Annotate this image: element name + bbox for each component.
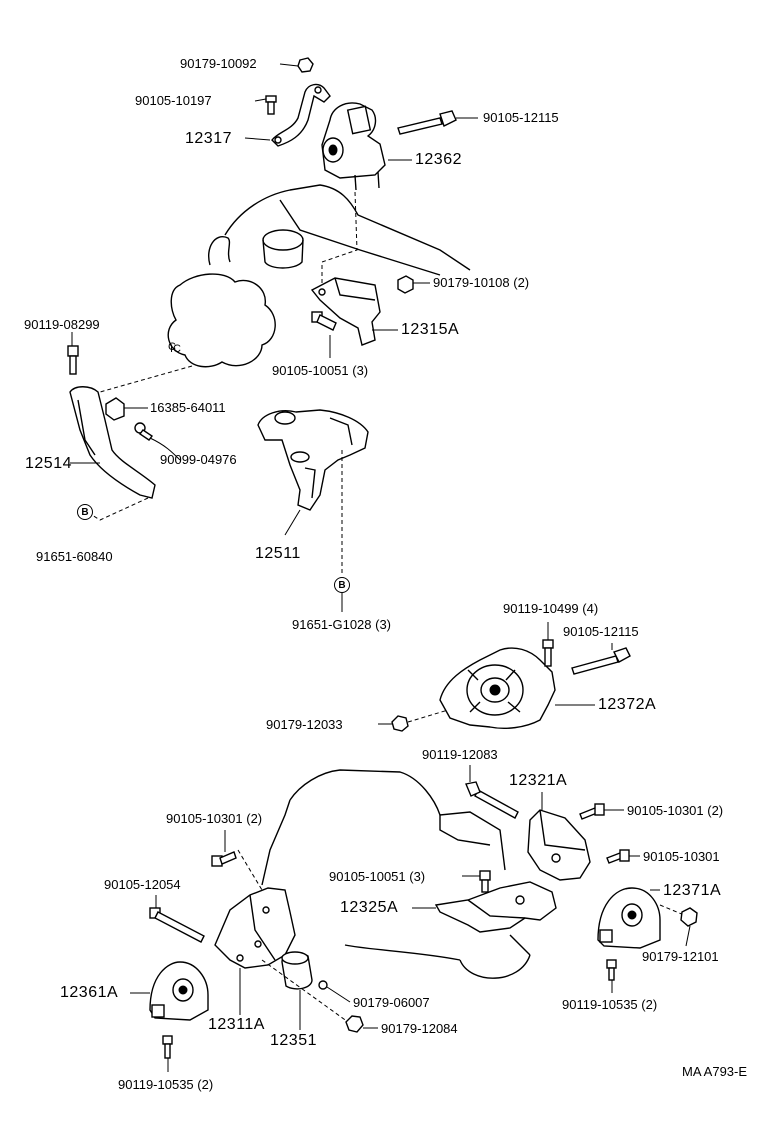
label-12351: 12351: [270, 1032, 317, 1049]
bracket-12514: [69, 386, 156, 499]
label-90105-12115-mid: 90105-12115: [563, 624, 639, 639]
bolt-90105-10301-r: [606, 849, 640, 864]
dashed-line-12311A: [237, 849, 263, 891]
label-90119-10499: 90119-10499 (4): [503, 601, 599, 616]
label-12315A: 12315A: [401, 321, 460, 338]
stud-90119-08299: [67, 332, 79, 375]
label-12321A: 12321A: [509, 772, 568, 789]
dashed-line-12372A: [407, 709, 449, 723]
dashed-line-b1: [91, 497, 149, 521]
screw-90099-04976: [134, 422, 181, 461]
label-90105-12054: 90105-12054: [104, 877, 181, 892]
svg-text:IC: IC: [170, 343, 181, 355]
label-90179-10092: 90179-10092: [180, 56, 257, 71]
label-90105-10301-r2: 90105-10301 (2): [627, 803, 724, 818]
label-16385-64011: 16385-64011: [150, 400, 226, 415]
nut-90179-12084: [345, 1015, 378, 1033]
label-12317: 12317: [185, 130, 232, 147]
label-90179-12084: 90179-12084: [381, 1021, 458, 1036]
label-12325A: 12325A: [340, 899, 399, 916]
bolt-90105-10197: [254, 95, 277, 115]
label-90105-10197: 90105-10197: [135, 93, 212, 108]
bolt-90105-10301-r2: [579, 803, 624, 820]
stud-90119-10535-l: [162, 1035, 173, 1072]
bolt-90105-10051-top: [311, 311, 337, 358]
bracket-12321A: [527, 792, 591, 881]
label-90119-08299: 90119-08299: [24, 317, 100, 332]
nut-90179-12101: [680, 907, 698, 947]
label-90119-10535-r: 90119-10535 (2): [562, 997, 658, 1012]
bracket-12315A: [310, 277, 398, 346]
transaxle-outline: [261, 769, 531, 979]
label-12371A: 12371A: [663, 882, 722, 899]
dashed-line-12084: [261, 959, 349, 1023]
nut-90179-12033: [378, 715, 409, 732]
engine-outline-top: IC: [167, 184, 471, 368]
marker-c: C: [168, 341, 176, 353]
label-90099-04976: 90099-04976: [160, 452, 237, 467]
nut-90179-10092: [279, 57, 314, 73]
bracket-12311A: [214, 887, 296, 1015]
mount-12371A: [597, 887, 661, 949]
stud-90119-10535-r: [606, 959, 617, 993]
dashed-line-12514: [99, 365, 193, 393]
label-12362: 12362: [415, 151, 462, 168]
label-90179-06007: 90179-06007: [353, 995, 430, 1010]
label-90179-10108: 90179-10108 (2): [433, 275, 530, 290]
clip-16385-64011: [105, 397, 148, 421]
diagram-reference-code: MA A793-E: [682, 1064, 748, 1079]
label-90119-10535-l: 90119-10535 (2): [118, 1077, 214, 1092]
label-91651-G1028: 91651-G1028 (3): [292, 617, 392, 632]
label-90105-10301-l2: 90105-10301 (2): [166, 811, 263, 826]
bolt-90119-12083: [465, 765, 519, 819]
label-91651-60840: 91651-60840: [36, 549, 113, 564]
label-90105-10051-top: 90105-10051 (3): [272, 363, 369, 378]
label-12514: 12514: [25, 455, 72, 472]
label-90179-12033: 90179-12033: [266, 717, 343, 732]
label-90179-12101: 90179-12101: [642, 949, 719, 964]
label-12311A: 12311A: [208, 1016, 265, 1033]
label-90105-12115-top: 90105-12115: [483, 110, 559, 125]
label-12372A: 12372A: [598, 696, 657, 713]
nut-90179-06007: [318, 980, 351, 1003]
mount-12362: [321, 102, 412, 191]
label-90105-10301-r: 90105-10301: [643, 849, 720, 864]
bolt-90105-12115-top: [397, 110, 478, 135]
bracket-12317: [244, 83, 331, 147]
marker-b-left: B: [77, 504, 93, 520]
nut-90179-10108: [397, 275, 430, 294]
dashed-line-12371A: [659, 904, 685, 916]
dashed-line-12362: [321, 191, 358, 285]
label-90105-10051-bot: 90105-10051 (3): [329, 869, 426, 884]
label-12511: 12511: [255, 545, 301, 562]
mount-12361A: [130, 961, 209, 1021]
bolt-90119-10499: [542, 622, 554, 667]
bolt-90105-12054: [149, 895, 205, 943]
bolt-90105-10301-l2: [211, 830, 237, 867]
label-90119-12083: 90119-12083: [422, 747, 498, 762]
label-12361A: 12361A: [60, 984, 119, 1001]
mount-12511: [257, 409, 369, 536]
bolt-90105-12115-mid: [571, 643, 631, 675]
bushing-12351: [281, 951, 313, 1030]
mount-12372A: [439, 647, 595, 729]
bracket-12325A: [412, 881, 557, 933]
bolt-90105-10051-bot: [462, 870, 491, 893]
marker-b-center: B: [334, 577, 350, 593]
